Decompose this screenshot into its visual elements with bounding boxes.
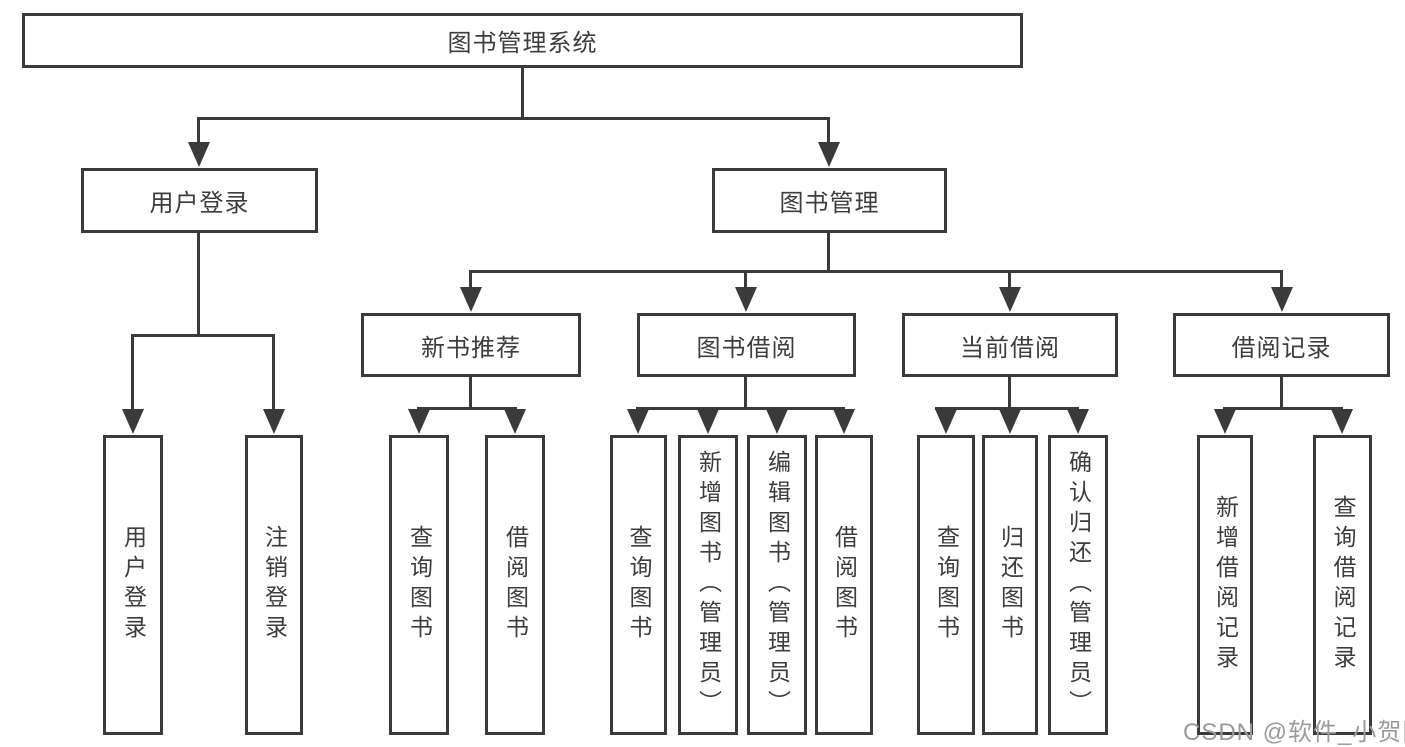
arrow-down-icon (697, 409, 719, 434)
connector-line (131, 334, 275, 337)
connector-line (935, 407, 1079, 410)
leaf-borrow-borrow-books-label: 借阅图书 (831, 525, 858, 645)
connector-line (197, 117, 830, 120)
node-user-login-label: 用户登录 (149, 190, 250, 217)
leaf-newbook-borrow-books: 借阅图书 (485, 435, 545, 735)
connector-line (197, 117, 200, 146)
connector-line (521, 68, 524, 120)
arrow-down-icon (766, 409, 788, 434)
connector-line (744, 270, 747, 289)
leaf-borrow-query-books-label: 查询图书 (626, 525, 652, 645)
connector-line (417, 407, 517, 410)
leaf-borrow-add-books-admin: 新增图书（管理员） (678, 435, 738, 735)
arrow-down-icon (935, 409, 957, 434)
arrow-down-icon (263, 409, 285, 434)
leaf-newbook-query-books: 查询图书 (389, 435, 449, 735)
leaf-borrow-edit-books-admin-label: 编辑图书（管理员） (764, 450, 791, 720)
arrow-down-icon (1271, 287, 1293, 312)
arrow-down-icon (999, 409, 1021, 434)
arrow-down-icon (735, 287, 757, 312)
leaf-records-query-record: 查询借阅记录 (1313, 435, 1372, 735)
leaf-borrow-query-books: 查询图书 (610, 435, 667, 735)
leaf-records-add-record-label: 新增借阅记录 (1212, 495, 1239, 675)
connector-line (469, 270, 472, 289)
node-borrowing-records: 借阅记录 (1173, 313, 1390, 377)
arrow-down-icon (818, 142, 840, 167)
arrow-down-icon (999, 287, 1021, 312)
leaf-logout: 注销登录 (245, 435, 303, 735)
connector-line (131, 334, 134, 410)
connector-line (827, 117, 830, 146)
connector-line (744, 377, 747, 410)
leaf-logout-label: 注销登录 (261, 525, 288, 645)
leaf-borrow-borrow-books: 借阅图书 (815, 435, 873, 735)
arrow-down-icon (627, 409, 649, 434)
node-book-management: 图书管理 (712, 168, 947, 233)
arrow-down-icon (460, 287, 482, 312)
node-current-borrowing-label: 当前借阅 (960, 334, 1060, 362)
leaf-current-confirm-return-admin: 确认归还（管理员） (1048, 435, 1108, 735)
leaf-current-confirm-return-admin-label: 确认归还（管理员） (1065, 450, 1092, 720)
connector-line (827, 233, 830, 273)
connector-line (469, 270, 1283, 273)
leaf-records-add-record: 新增借阅记录 (1197, 435, 1253, 735)
arrow-down-icon (1214, 409, 1236, 434)
leaf-newbook-borrow-books-label: 借阅图书 (502, 525, 529, 645)
arrow-down-icon (408, 409, 430, 434)
leaf-user-login: 用户登录 (103, 435, 163, 735)
connector-line (197, 233, 200, 337)
node-root-label: 图书管理系统 (447, 30, 598, 57)
connector-line (1008, 377, 1011, 410)
connector-line (272, 334, 275, 410)
leaf-current-query-books: 查询图书 (917, 435, 975, 735)
node-book-borrowing-label: 图书借阅 (696, 334, 797, 362)
arrow-down-icon (833, 409, 855, 434)
node-book-management-label: 图书管理 (779, 190, 880, 217)
leaf-current-query-books-label: 查询图书 (933, 525, 960, 645)
node-book-borrowing: 图书借阅 (637, 313, 856, 377)
leaf-borrow-add-books-admin-label: 新增图书（管理员） (695, 450, 722, 720)
node-new-book-recommend-label: 新书推荐 (421, 334, 521, 362)
leaf-records-query-record-label: 查询借阅记录 (1330, 495, 1356, 675)
leaf-newbook-query-books-label: 查询图书 (406, 525, 433, 645)
connector-line (1008, 270, 1011, 289)
arrow-down-icon (188, 142, 210, 167)
arrow-down-icon (122, 409, 144, 434)
arrow-down-icon (1067, 409, 1089, 434)
connector-line (1223, 407, 1343, 410)
connector-line (469, 377, 472, 410)
leaf-borrow-edit-books-admin: 编辑图书（管理员） (747, 435, 807, 735)
connector-line (1280, 270, 1283, 289)
node-current-borrowing: 当前借阅 (902, 313, 1118, 377)
leaf-current-return-books: 归还图书 (982, 435, 1038, 735)
leaf-user-login-label: 用户登录 (120, 525, 147, 645)
node-user-login: 用户登录 (81, 168, 318, 233)
node-new-book-recommend: 新书推荐 (361, 313, 581, 377)
node-root: 图书管理系统 (22, 13, 1023, 68)
leaf-current-return-books-label: 归还图书 (997, 525, 1024, 645)
arrow-down-icon (1331, 409, 1353, 434)
watermark: CSDN @软件_小贺同学 (1183, 719, 1405, 746)
node-borrowing-records-label: 借阅记录 (1231, 334, 1332, 362)
arrow-down-icon (504, 409, 526, 434)
connector-line (636, 407, 845, 410)
connector-line (1280, 377, 1283, 410)
